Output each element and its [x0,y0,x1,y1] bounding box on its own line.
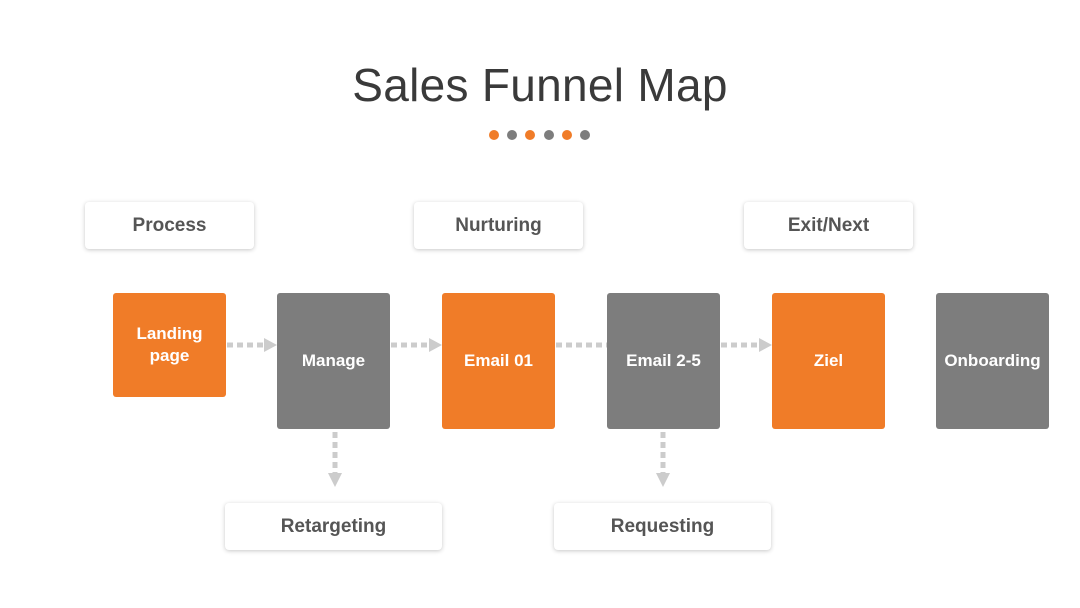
step-landing-page: Landing page [113,293,226,397]
step-ziel: Ziel [772,293,885,429]
connector-landing-to-manage [227,338,277,352]
step-manage: Manage [277,293,390,429]
step-email-2-5: Email 2-5 [607,293,720,429]
stage-label-process: Process [85,202,254,249]
dot-6 [580,130,590,140]
connector-manage-to-retargeting [328,432,342,487]
dot-2 [507,130,517,140]
stage-label-exit-next: Exit/Next [744,202,913,249]
slide-title: Sales Funnel Map [352,59,728,111]
dot-5 [562,130,572,140]
connector-email-2-5-to-requesting [656,432,670,487]
dot-3 [525,130,535,140]
connector-email-2-5-to-ziel [721,338,772,352]
step-email-01: Email 01 [442,293,555,429]
branch-label-retargeting: Retargeting [225,503,442,550]
branch-label-requesting: Requesting [554,503,771,550]
title-dots [489,130,591,140]
stage-label-nurturing: Nurturing [414,202,583,249]
step-onboarding: Onboarding [936,293,1049,429]
dot-4 [544,130,554,140]
dot-1 [489,130,499,140]
connector-manage-to-email-01 [391,338,442,352]
